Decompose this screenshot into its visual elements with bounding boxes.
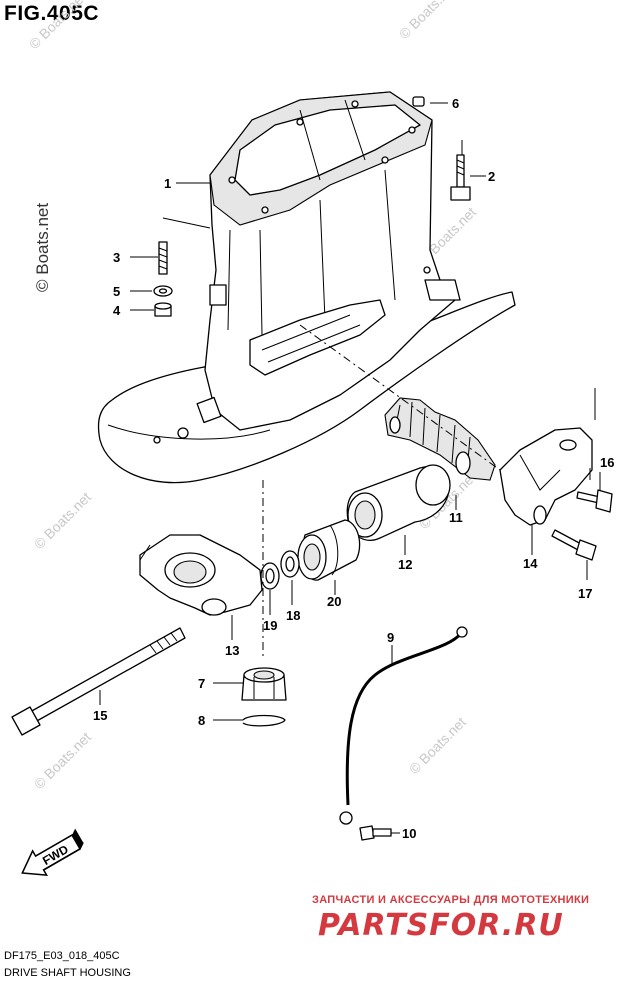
pin-part [412,96,425,107]
advert-logo[interactable]: PARTSFOR.RU [318,908,564,943]
centerline-group [262,324,501,660]
bolt-part [450,154,471,201]
callout-18: 18 [286,608,300,623]
callout-20: 20 [327,594,341,609]
forward-direction-arrow-icon: FWD [21,828,84,876]
figure-code: DF175_E03_018_405C [4,950,120,962]
callout-labels: 1 2 3 4 5 6 7 8 9 10 11 12 13 14 15 16 1… [93,96,614,841]
callout-8: 8 [198,713,205,728]
callout-1: 1 [164,176,171,191]
drive-shaft-housing [97,91,516,484]
callout-4: 4 [113,303,121,318]
mount-bracket-part [139,534,263,616]
nut-part [154,302,172,317]
bolt-part [551,529,597,561]
bushing-part [297,519,361,581]
mount-cover-part [499,427,593,526]
callout-16: 16 [600,455,614,470]
through-bolt-part [11,627,186,736]
callout-14: 14 [523,556,538,571]
circlip-part [242,714,286,727]
callout-2: 2 [488,169,495,184]
callout-7: 7 [198,676,205,691]
callout-6: 6 [452,96,459,111]
rubber-mount-part [346,464,451,541]
washer-part [280,550,300,578]
callout-5: 5 [113,284,120,299]
callout-12: 12 [398,557,412,572]
callout-15: 15 [93,708,107,723]
washer-part [260,562,280,590]
stud-part [158,241,168,275]
watermark: © Boats.net [26,0,89,52]
ground-wire-part [339,626,468,825]
callout-3: 3 [113,250,120,265]
watermark-large: © Boats.net [33,203,52,292]
nut-part [241,667,287,701]
watermark: © Boats.net [396,0,459,42]
watermark: © Boats.net [31,729,94,792]
mount-housing-part [384,397,496,481]
bolt-part [576,489,613,513]
washer-part [153,285,173,297]
callout-19: 19 [263,618,277,633]
callout-9: 9 [387,630,394,645]
callout-11: 11 [449,510,463,525]
callout-13: 13 [225,643,239,658]
figure-title: FIG.405C [4,2,100,25]
figure-name: DRIVE SHAFT HOUSING [4,967,131,979]
watermark: © Boats.net [406,714,469,777]
watermark: © Boats.net [31,489,94,552]
advert-tagline: ЗАПЧАСТИ И АКСЕССУАРЫ ДЛЯ МОТОТЕХНИКИ [312,894,590,906]
bolt-part [359,825,392,841]
callout-17: 17 [578,586,592,601]
leader-lines [99,102,601,834]
callout-10: 10 [402,826,416,841]
